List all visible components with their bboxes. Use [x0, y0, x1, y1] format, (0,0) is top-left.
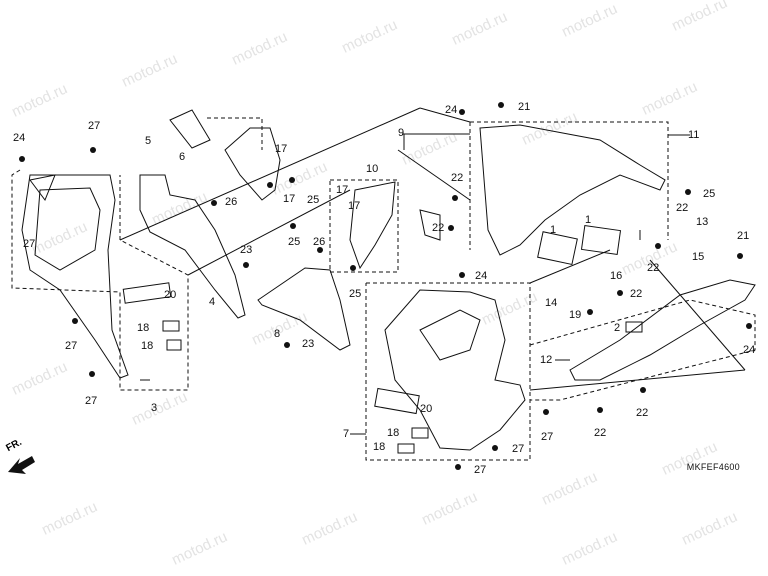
callout-17: 17: [275, 143, 288, 155]
callout-22: 22: [594, 427, 607, 439]
callout-22: 22: [432, 222, 445, 234]
callout-12: 12: [540, 354, 553, 366]
part-9-plate: [419, 209, 441, 241]
callout-17: 17: [348, 200, 361, 212]
callout-1: 1: [585, 214, 592, 226]
callout-18: 18: [373, 441, 386, 453]
callout-4: 4: [209, 296, 216, 308]
callout-27: 27: [85, 395, 98, 407]
callout-25: 25: [703, 188, 716, 200]
callout-8: 8: [274, 328, 281, 340]
part-10-bracket: [349, 181, 396, 270]
callout-11: 11: [688, 129, 700, 141]
callout-21: 21: [737, 230, 750, 242]
callout-10: 10: [366, 163, 379, 175]
callout-24: 24: [445, 104, 458, 116]
part-5-panel: [169, 109, 211, 149]
callout-2: 2: [614, 322, 621, 334]
part-11-right-cowl: [479, 124, 666, 256]
diagram-code: MKFEF4600: [686, 462, 740, 472]
callout-18: 18: [137, 322, 150, 334]
callout-7: 7: [343, 428, 350, 440]
part-20-sticker-left: [122, 282, 172, 304]
part-18-pad-left-b: [166, 339, 182, 351]
part-18-pad-right-a: [411, 427, 429, 439]
callout-24: 24: [13, 132, 26, 144]
callout-9: 9: [398, 127, 405, 139]
part-3-vent: [29, 174, 56, 202]
callout-22: 22: [630, 288, 643, 300]
part-18-pad-left-a: [162, 320, 180, 332]
part-8-inner-panel: [257, 267, 351, 351]
callout-27: 27: [65, 340, 78, 352]
callout-17: 17: [283, 193, 296, 205]
callout-25: 25: [349, 288, 362, 300]
callout-18: 18: [387, 427, 400, 439]
callout-23: 23: [302, 338, 315, 350]
part-1-sticker-b: [580, 225, 622, 255]
part-7-inner-line: [419, 309, 481, 361]
group-box-7: [365, 282, 531, 461]
callout-13: 13: [696, 216, 709, 228]
part-12-under-cowl: [569, 279, 756, 381]
callout-27: 27: [541, 431, 554, 443]
part-20-sticker-right: [374, 387, 420, 415]
callout-26: 26: [313, 236, 326, 248]
callout-27: 27: [474, 464, 487, 476]
callout-25: 25: [307, 194, 320, 206]
callout-14: 14: [545, 297, 558, 309]
part-7-lower-cowl: [384, 289, 526, 451]
callout-22: 22: [451, 172, 464, 184]
fasteners: [19, 102, 752, 470]
group-boxes: [11, 117, 756, 461]
callout-22: 22: [636, 407, 649, 419]
callout-1: 1: [550, 224, 557, 236]
callout-22: 22: [676, 202, 689, 214]
front-direction-arrow-icon: [8, 456, 35, 474]
callout-3: 3: [151, 402, 158, 414]
callout-15: 15: [692, 251, 705, 263]
callout-19: 19: [569, 309, 582, 321]
callout-27: 27: [23, 238, 36, 250]
leaders: [119, 107, 746, 435]
part-18-pad-right-b: [397, 443, 415, 454]
callout-20: 20: [420, 403, 433, 415]
group-box-11: [470, 121, 669, 240]
group-box-12: [529, 299, 756, 401]
callout-23: 23: [240, 244, 253, 256]
callout-22: 22: [647, 262, 660, 274]
part-3-inner-line: [34, 187, 101, 271]
callout-27: 27: [512, 443, 525, 455]
callout-20: 20: [164, 289, 177, 301]
callout-6: 6: [179, 151, 186, 163]
callout-17: 17: [336, 184, 349, 196]
part-6-panel: [224, 127, 281, 201]
callout-24: 24: [475, 270, 488, 282]
group-box-10: [329, 179, 399, 273]
part-4-middle-cowl: [139, 174, 246, 319]
group-box-5: [207, 117, 263, 150]
part-2-pad: [625, 321, 643, 333]
callout-24: 24: [743, 344, 756, 356]
group-box-3: [11, 169, 189, 391]
part-3-left-cowl: [21, 174, 129, 379]
callout-26: 26: [225, 196, 238, 208]
callout-18: 18: [141, 340, 154, 352]
part-1-sticker-a: [537, 231, 578, 266]
callout-5: 5: [145, 135, 152, 147]
callout-25: 25: [288, 236, 301, 248]
callout-21: 21: [518, 101, 531, 113]
callout-27: 27: [88, 120, 101, 132]
callout-16: 16: [610, 270, 623, 282]
